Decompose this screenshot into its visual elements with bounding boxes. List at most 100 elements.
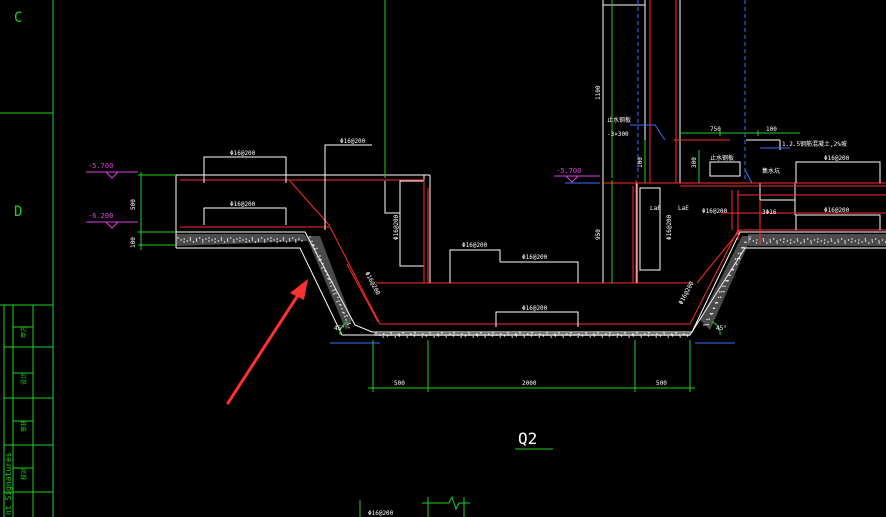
hatch-dot [733,263,736,266]
hatch-dot [239,237,241,239]
hatch-dot [328,278,330,280]
hatch-dot [444,334,447,336]
hatch-dot [433,336,435,338]
dim-small-100: 100 [637,157,644,168]
rebar-label-bottom-partial: Φ16@200 [368,510,394,517]
hatch-dot [183,238,185,240]
hatch-dot [245,238,247,240]
hatch-dot [708,318,710,320]
hatch-dot [449,333,451,335]
hatch-dot [632,333,634,335]
hatch-dot [261,237,263,239]
hatch-dot [214,238,216,240]
hatch-dot [339,303,341,306]
hatch-dot [383,333,385,335]
hatch-dot [558,332,560,334]
hatch-dot [803,239,805,241]
hatch-dot [612,334,615,336]
hatch-dot [276,238,278,240]
hatch-dot [817,241,819,243]
hatch-dot [192,241,195,243]
dim-base-mid: 2000 [522,380,537,387]
dim-top-750: 750 [710,126,721,133]
note-upper-left-b: -3×300 [607,131,629,138]
hatch-dot [755,242,758,244]
hatch-dot [712,307,715,309]
hatch-dot [844,242,846,244]
hatch-dot [857,242,860,244]
hatch-dots [177,236,886,338]
dim-vert-1100: 1100 [595,85,602,100]
hatch-dot [786,240,788,242]
hatch-dot [738,257,741,260]
hatch-dot [740,252,742,254]
hatch-dot [233,239,235,241]
hatch-dot [609,332,611,334]
hatch-dot [464,335,467,337]
hatch-dot [644,333,646,335]
hatch-dot [749,238,751,240]
hatch-dot [480,332,482,334]
hatch-dot [667,336,669,338]
hatch-dot [620,335,623,337]
note-upper-left-a: 止水钢板 [607,116,631,124]
hatch-dot [841,238,843,240]
hatch-dot [320,258,322,261]
rebar-label-right-top: Φ16@200 [824,155,850,162]
hatch-dot [730,269,732,271]
hatch-dot [705,324,707,326]
hatch-dot [659,335,662,337]
hatch-dot [248,240,250,242]
hatch-dot [656,333,658,335]
hatch-dot [817,238,819,240]
hatch-dot [208,240,210,242]
hatch-dot [330,285,332,287]
hatch-dot [298,238,300,240]
hatch-dot [515,333,517,335]
rebar-label-right-bar: 3Φ16 [762,209,777,216]
dim-base-right: 500 [656,380,667,387]
hatch-dot [793,241,795,243]
rebar-label-wall-left-vertical: Φ16@200 [393,214,400,240]
hatch-dot [214,241,216,243]
hatch-dot [720,296,722,298]
hatch-dot [715,301,718,304]
hatch-dot [312,244,314,246]
hatch-dot [522,334,525,336]
hatch-dot [309,236,311,238]
hatch-dot [776,242,778,244]
hatch-dot [837,241,840,243]
rebar-label-right-small: Φ16@200 [702,208,728,215]
hatch-dot [762,240,765,242]
hatch-dot [709,313,711,315]
hatch-dot [663,332,665,334]
dimension-lines [138,0,800,517]
angle-marks [339,321,721,336]
anchor-label-1: LaE [650,205,661,212]
hatch-dot [878,240,880,242]
hatch-dot [566,333,568,335]
hatch-dot [257,240,260,242]
hatch-dot [441,332,443,334]
title-block-footer: nt Signatures [4,452,13,515]
hatch-dot [336,301,338,303]
hatch-dot [251,239,254,241]
hatch-dot [783,241,785,243]
hatch-dot [624,334,627,336]
hatch-dot [282,237,284,239]
hatch-dot [639,334,642,336]
hatch-dot [223,241,226,243]
hatch-dot [288,240,291,242]
notes: 止水钢板 -3×300 止水钢板 1.2.5钢筋混凝土,2%坡 集水坑 [607,116,847,175]
hatch-dot [349,322,351,325]
drawing-frame [0,0,54,517]
hatch-dot [311,240,313,242]
hatch-dot [343,312,345,314]
hatch-dot [546,334,549,336]
hatch-dot [437,335,440,337]
hatch-dot [326,274,328,276]
hatch-dot [257,238,260,240]
hatch-dot [195,240,198,242]
hatch-dot [881,239,884,241]
